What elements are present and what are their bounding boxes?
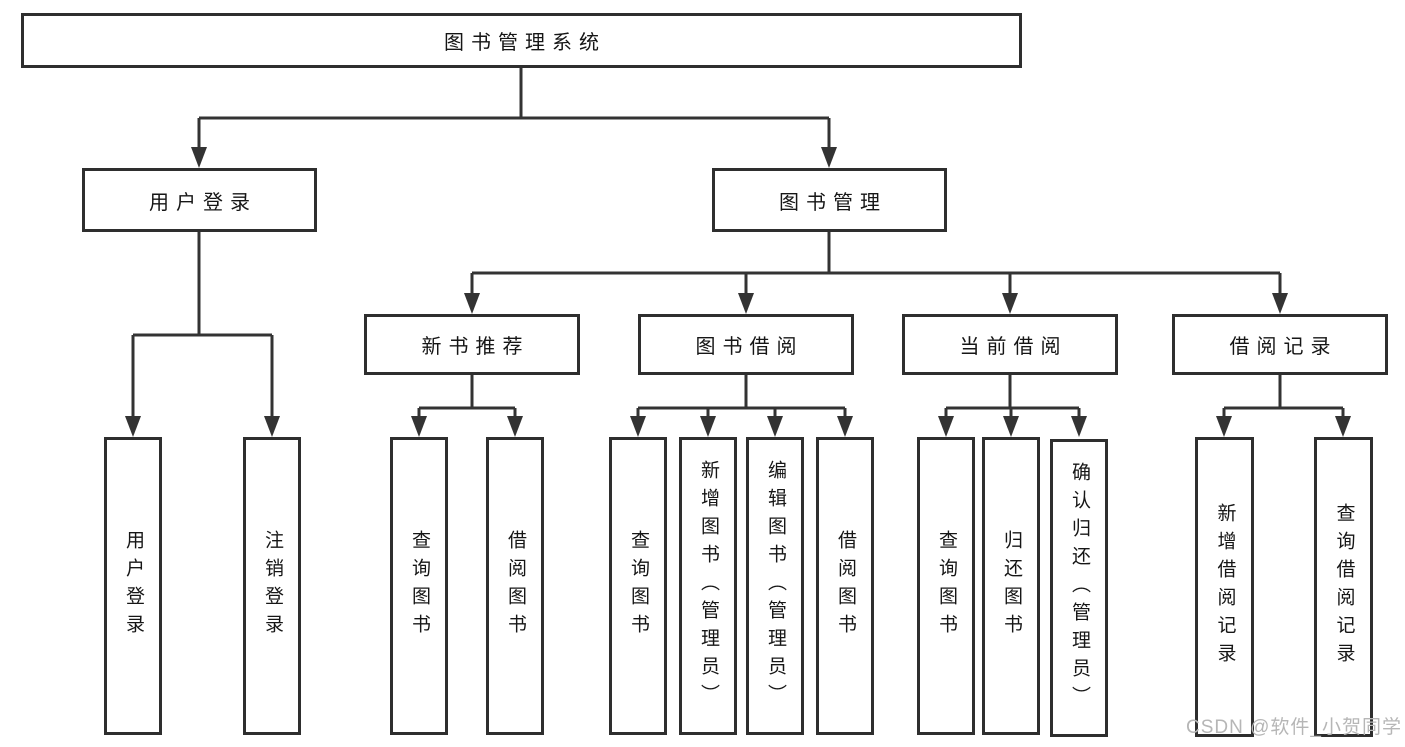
arrow-icon — [411, 416, 427, 437]
leaf-user-login: 用户登录 — [104, 437, 162, 735]
leaf-logout: 注销登录 — [243, 437, 301, 735]
node-current-borrow: 当前借阅 — [902, 314, 1118, 375]
leaf-confirm-return-admin: 确认归还（管理员） — [1050, 439, 1108, 737]
leaf-add-borrow-record: 新增借阅记录 — [1195, 437, 1254, 737]
arrow-icon — [464, 293, 480, 314]
connector-current-split — [944, 375, 1081, 420]
arrow-icon — [821, 147, 837, 168]
arrow-icon — [125, 416, 141, 437]
leaf-edit-book-admin: 编辑图书（管理员） — [746, 437, 804, 735]
arrow-icon — [1216, 416, 1232, 437]
leaf-add-book-admin: 新增图书（管理员） — [679, 437, 737, 735]
arrow-icon — [700, 416, 716, 437]
watermark: CSDN @软件_小贺同学 — [1186, 717, 1402, 738]
arrow-icon — [191, 147, 207, 168]
arrow-icon — [507, 416, 523, 437]
connector-records-split — [1222, 375, 1345, 420]
node-root: 图书管理系统 — [21, 13, 1022, 68]
arrow-icon — [630, 416, 646, 437]
connector-root-to-level2 — [197, 68, 831, 151]
leaf-query-books-recommend: 查询图书 — [390, 437, 448, 735]
arrow-icon — [837, 416, 853, 437]
node-user-login: 用户登录 — [82, 168, 317, 232]
arrow-icon — [767, 416, 783, 437]
leaf-return-book: 归还图书 — [982, 437, 1040, 735]
node-borrow-records: 借阅记录 — [1172, 314, 1388, 375]
arrow-icon — [1272, 293, 1288, 314]
leaf-query-books-borrow: 查询图书 — [609, 437, 667, 735]
leaf-borrow-books: 借阅图书 — [816, 437, 874, 735]
leaf-borrow-books-recommend: 借阅图书 — [486, 437, 544, 735]
leaf-query-books-current: 查询图书 — [917, 437, 975, 735]
arrow-icon — [1003, 416, 1019, 437]
arrow-icon — [738, 293, 754, 314]
leaf-query-borrow-record: 查询借阅记录 — [1314, 437, 1373, 737]
connector-newbook-split — [417, 375, 517, 420]
arrow-icon — [264, 416, 280, 437]
arrow-icon — [1335, 416, 1351, 437]
node-book-borrow: 图书借阅 — [638, 314, 854, 375]
connector-borrow-split — [636, 375, 847, 420]
connector-bookmgmt-split — [470, 232, 1282, 297]
arrowheads — [125, 147, 1351, 437]
node-new-book-recommend: 新书推荐 — [364, 314, 580, 375]
arrow-icon — [1071, 416, 1087, 437]
arrow-icon — [938, 416, 954, 437]
arrow-icon — [1002, 293, 1018, 314]
node-book-management: 图书管理 — [712, 168, 947, 232]
connector-userlogin-split — [131, 232, 274, 420]
